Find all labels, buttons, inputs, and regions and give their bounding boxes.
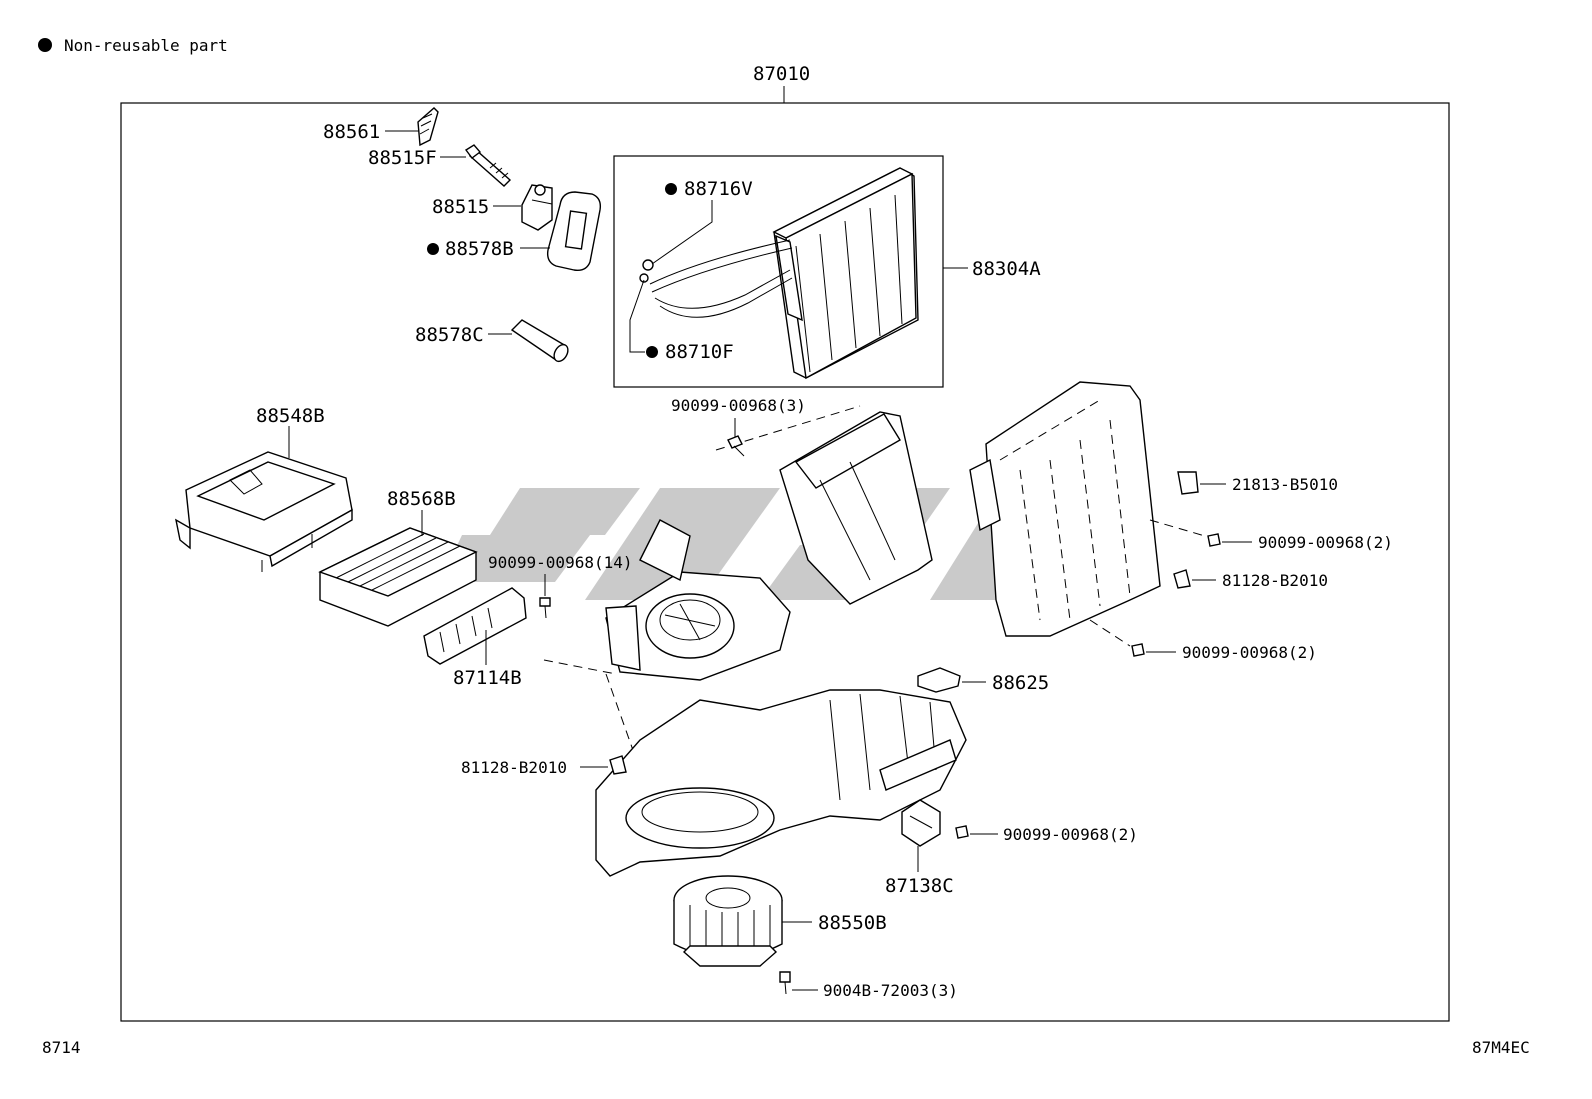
part-88568B-filter [318,527,478,627]
non-reusable-dot-icon [38,38,52,52]
part-88548B-filter-case [175,451,353,572]
label-88578C: 88578C [415,324,484,346]
screw-icon [1131,643,1145,657]
part-88550B-blower-motor [673,875,783,967]
label-88578B: 88578B [445,238,514,260]
part-87138C-resistor [901,799,941,847]
part-88515-valve [521,184,553,231]
evaporator-subframe [613,155,944,388]
label-90099-00968-14: 90099-00968(14) [488,553,633,572]
label-88548B: 88548B [256,405,325,427]
label-21813-B5010: 21813-B5010 [1232,475,1338,494]
non-reusable-dot-icon [427,243,439,255]
screw-icon [727,435,743,449]
part-88561-clip [417,107,439,147]
non-reusable-dot-icon [665,183,677,195]
label-81128-B2010b: 81128-B2010 [461,758,567,777]
part-88304A-evaporator [639,167,919,380]
label-88625: 88625 [992,672,1049,694]
label-88710F: 88710F [665,341,734,363]
screw-icon [779,971,791,983]
assembly-label: 87010 [753,63,810,85]
label-87138C: 87138C [885,875,954,897]
screw-icon [955,825,969,839]
screw-icon [1207,533,1221,547]
legend: Non-reusable part [38,36,228,55]
legend-text: Non-reusable part [64,36,228,55]
label-81128-B2010a: 81128-B2010 [1222,571,1328,590]
label-88515F: 88515F [368,147,437,169]
part-right-duct [969,381,1161,637]
footer-right-code: 87M4EC [1472,1038,1530,1057]
label-90099-00968-2b: 90099-00968(2) [1182,643,1317,662]
part-upper-case [605,411,933,681]
label-88561: 88561 [323,121,380,143]
label-88568B: 88568B [387,488,456,510]
part-21813-B5010-clip [1177,471,1199,495]
label-90099-00968-2c: 90099-00968(2) [1003,825,1138,844]
label-90099-00968-2a: 90099-00968(2) [1258,533,1393,552]
part-87114B-grille [423,587,527,665]
label-9004B-72003-3: 9004B-72003(3) [823,981,958,1000]
label-88550B: 88550B [818,912,887,934]
footer-left-code: 8714 [42,1038,81,1057]
label-90099-00968-3: 90099-00968(3) [671,396,806,415]
part-lower-case [595,689,967,877]
part-81128-B2010-clip [1173,569,1191,589]
non-reusable-dot-icon [646,346,658,358]
part-81128-B2010-clip [609,755,627,775]
screw-icon [539,597,551,607]
label-87114B: 87114B [453,667,522,689]
part-88625-sensor [917,667,961,693]
label-88716V: 88716V [684,178,753,200]
label-88515: 88515 [432,196,489,218]
label-88304A: 88304A [972,258,1041,280]
assembly-frame [120,102,1450,1022]
